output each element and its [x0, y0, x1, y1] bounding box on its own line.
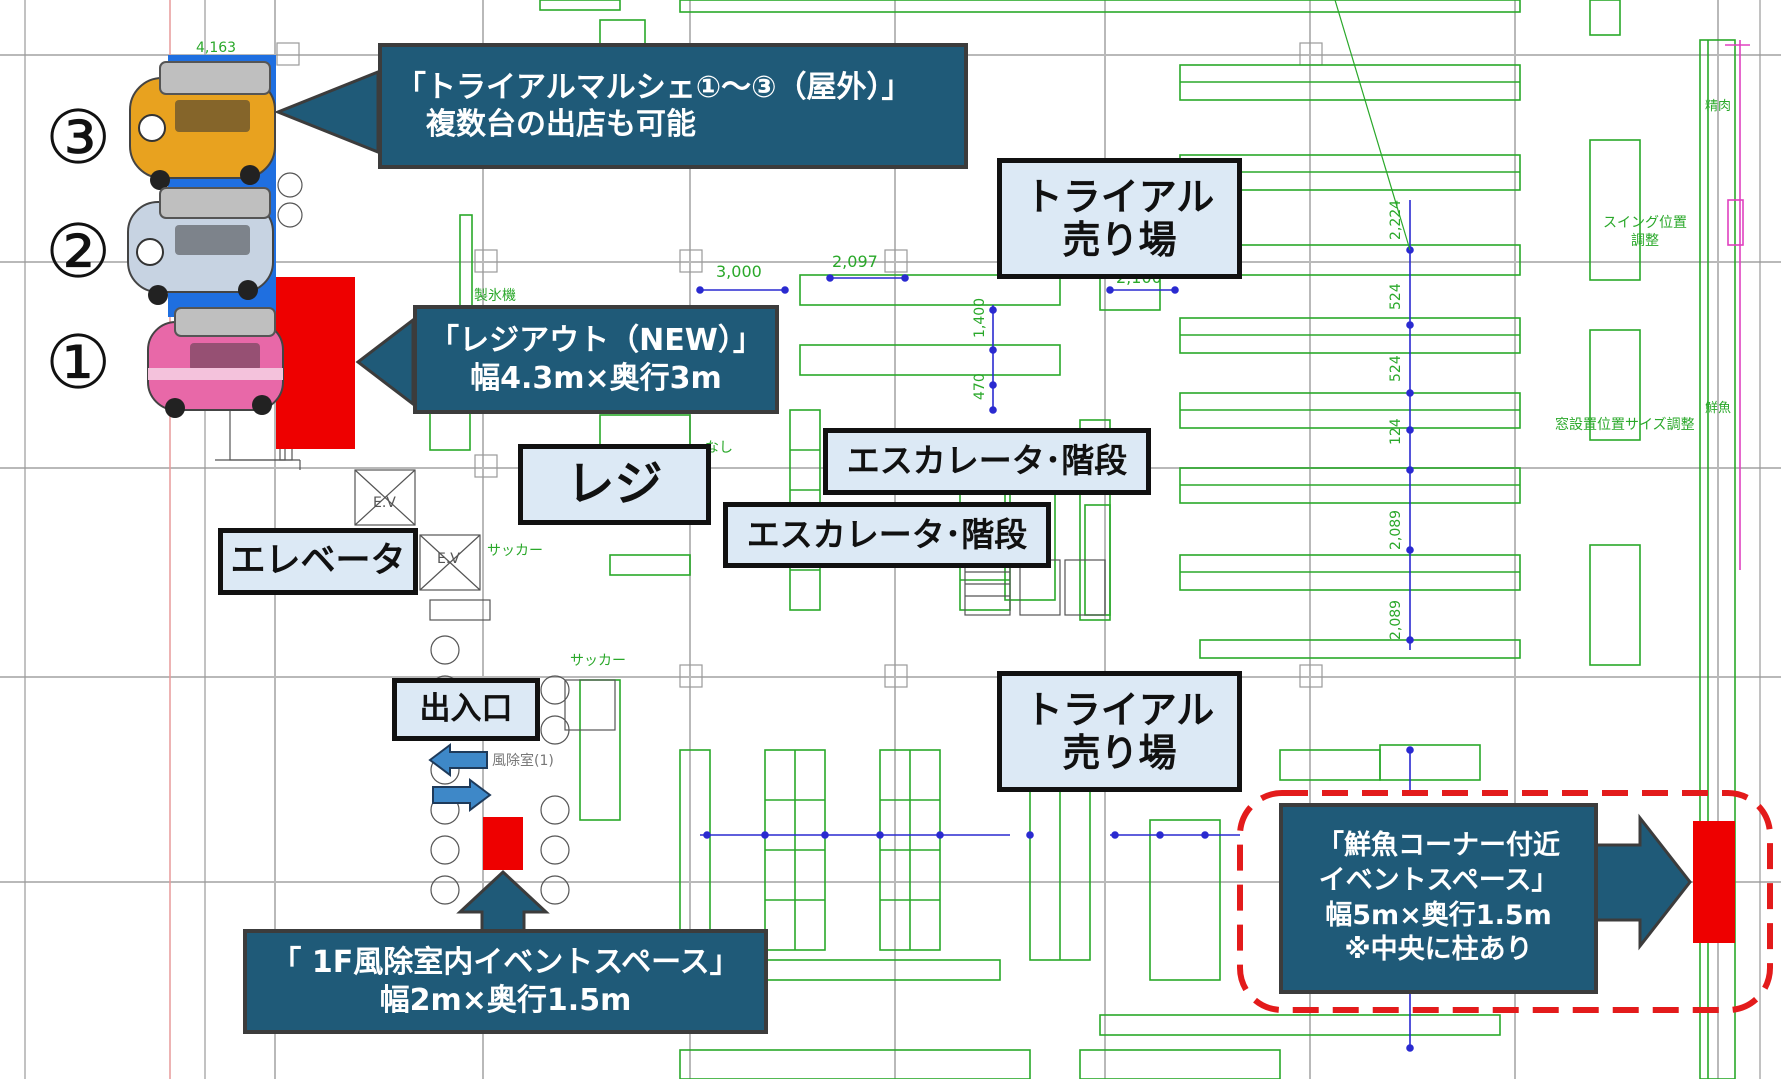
entrance-in-arrow-icon	[428, 743, 488, 777]
marche-callout: 「トライアルマルシェ①～③（屋外）」 複数台の出店も可能	[378, 43, 968, 169]
entrance-event-space	[483, 817, 523, 870]
truck-number-3: ③	[45, 95, 112, 181]
register-out-arrow	[355, 316, 415, 408]
fresh-fish-text: 鮮魚	[1705, 401, 1732, 416]
dimension-lines	[696, 200, 1414, 1052]
dim-text-524a: 524	[1388, 283, 1404, 310]
dim-text-2097: 2,097	[832, 252, 878, 271]
escalator-stairs-label-2: エスカレータ･階段	[723, 502, 1051, 568]
food-truck-1	[147, 307, 284, 418]
entrance-out-arrow-icon	[432, 778, 492, 812]
windbreak-text: 風除室(1)	[492, 753, 554, 769]
escalator-stairs-label-1: エスカレータ･階段	[823, 428, 1151, 495]
register-out-space	[276, 277, 355, 449]
dim-text-470: 470	[972, 373, 988, 400]
food-truck-3	[129, 61, 276, 190]
marche-arrow	[273, 69, 380, 155]
fish-event-space	[1693, 821, 1735, 943]
fish-space-callout: 「鮮魚コーナー付近 イベントスペース」 幅5m×奥行1.5m ※中央に柱あり	[1279, 803, 1598, 994]
none-note-text: なし	[705, 440, 733, 456]
truck-number-2: ②	[45, 209, 112, 295]
dim-text-3000: 3,000	[716, 262, 762, 281]
sacker-text-2: サッカー	[570, 653, 626, 669]
dim-text-2089b: 2,089	[1388, 599, 1404, 640]
entrance-space-arrow	[456, 869, 550, 934]
dim-text-2224: 2,224	[1388, 199, 1404, 240]
ice-machine-text: 製氷機	[474, 288, 516, 304]
dim-text-124: 124	[1388, 418, 1404, 445]
ev-text-1: E.V	[373, 495, 396, 511]
truck-number-1: ①	[45, 320, 112, 406]
dim-text-524b: 524	[1388, 355, 1404, 382]
dim-text-4163: 4,163	[196, 40, 237, 56]
food-truck-2	[127, 187, 274, 305]
meat-text: 精肉	[1705, 99, 1732, 114]
entrance-label: 出入口	[392, 678, 540, 741]
dim-text-2089a: 2,089	[1388, 509, 1404, 550]
sacker-text-1: サッカー	[487, 543, 543, 559]
ev-text-2: E.V	[437, 551, 460, 567]
fish-space-arrow	[1593, 813, 1692, 951]
fish-space-outline	[1237, 790, 1773, 1013]
elevator-label: エレベータ	[218, 528, 418, 595]
window-adjust-text: 窓設置位置サイズ調整	[1555, 417, 1695, 433]
trial-sales-floor-label-bottom: トライアル 売り場	[997, 671, 1242, 792]
dim-text-1400: 1,400	[972, 297, 988, 338]
swing-adjust-text: スイング位置 調整	[1603, 215, 1687, 250]
register-label: レジ	[518, 444, 711, 525]
trial-sales-floor-label-top: トライアル 売り場	[997, 158, 1242, 279]
register-out-callout: 「レジアウト（NEW）」 幅4.3m×奥行3m	[413, 305, 779, 414]
entrance-space-callout: 「 1F風除室内イベントスペース」 幅2m×奥行1.5m	[243, 929, 768, 1034]
